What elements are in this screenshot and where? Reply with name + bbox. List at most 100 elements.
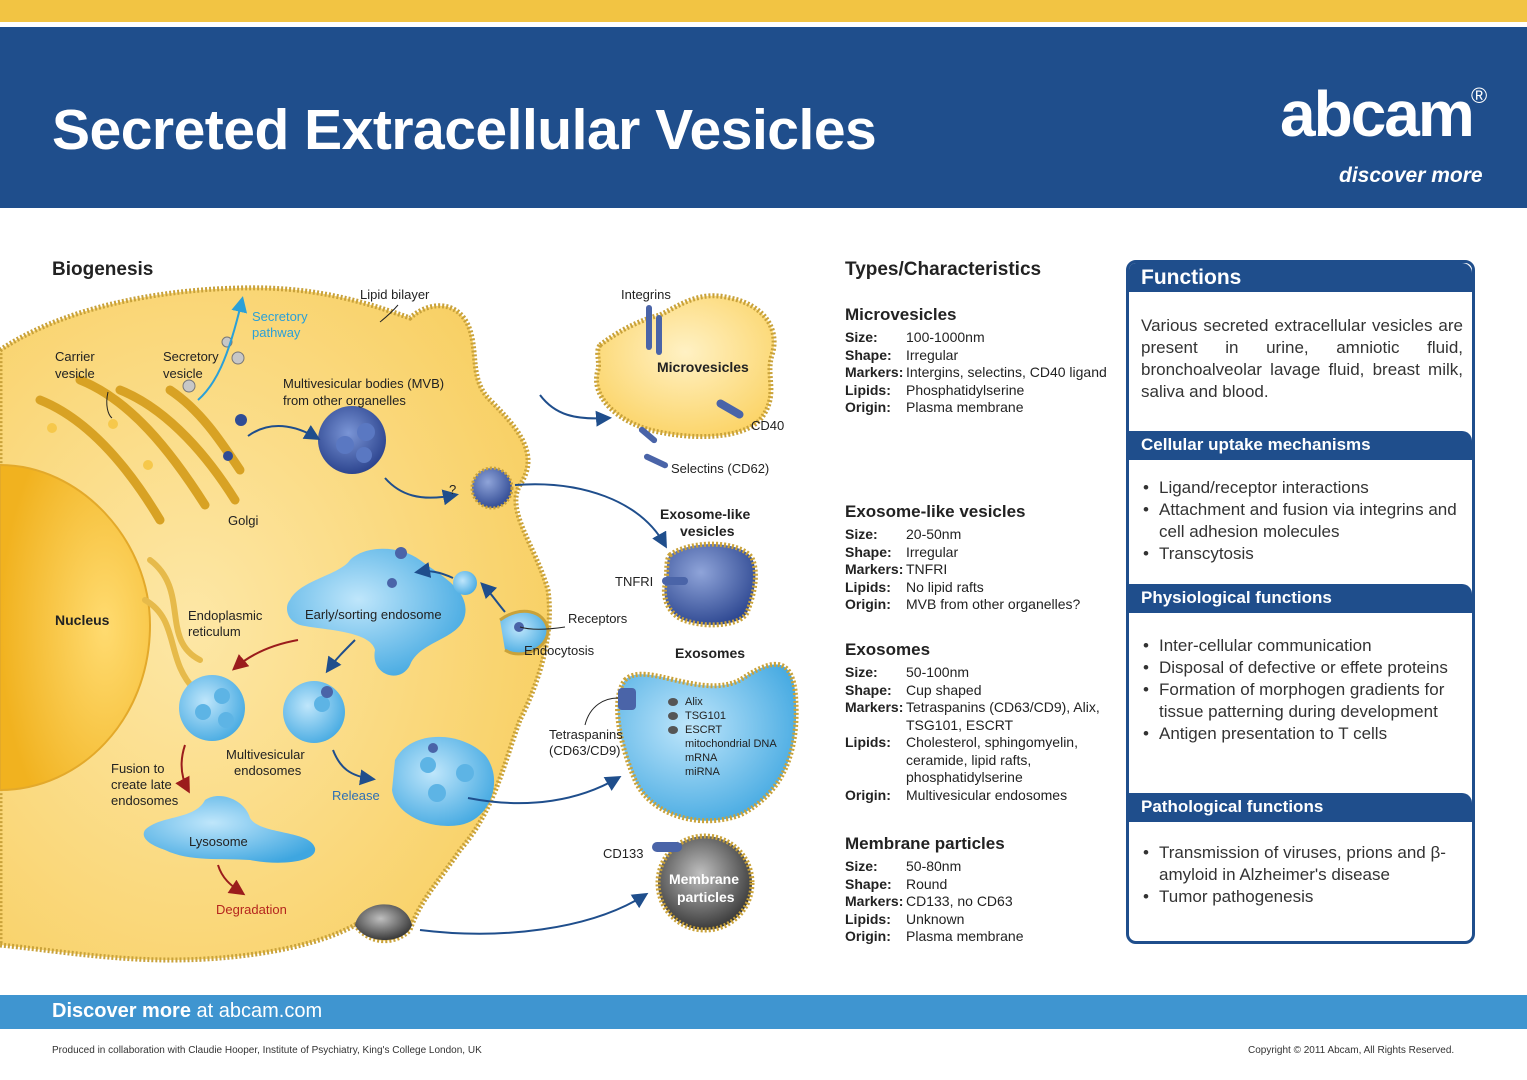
label-er-1: Endoplasmic: [188, 608, 263, 623]
multivesicular-endosome-2: [283, 681, 345, 743]
exo-content-mrna: mRNA: [685, 752, 718, 764]
page-title: Secreted Extracellular Vesicles: [52, 98, 877, 162]
type-property-row: Markers:TNFRI: [845, 561, 1115, 579]
functions-intro: Various secreted extracellular vesicles …: [1141, 316, 1463, 401]
type-property-row: Lipids:No lipid rafts: [845, 579, 1115, 597]
label-exosomes: Exosomes: [675, 645, 746, 661]
property-value: 100-1000nm: [906, 329, 985, 345]
label-mve-1: Multivesicular: [226, 747, 305, 762]
property-key: Lipids:: [845, 910, 891, 927]
type-property-row: Shape: Round: [845, 876, 1115, 894]
label-secretory-vesicle-1: Secretory: [163, 349, 219, 364]
list-item: Transcytosis: [1141, 543, 1466, 565]
endoplasmic-reticulum: [142, 557, 203, 693]
label-tetraspanins-2: (CD63/CD9): [549, 743, 621, 758]
property-key: Markers:: [845, 699, 904, 715]
type-property-row: Shape: Cup shaped: [845, 682, 1115, 700]
label-carrier-vesicle-1: Carrier: [55, 349, 95, 364]
property-key: Size:: [845, 526, 878, 542]
type-name: Membrane particles: [845, 834, 1005, 853]
type-property-row: Shape:Irregular: [845, 544, 1115, 562]
footer-copyright: Copyright © 2011 Abcam, All Rights Reser…: [1248, 1045, 1455, 1056]
property-value: Plasma membrane: [906, 928, 1024, 944]
label-secretory-pathway-1: Secretory: [252, 309, 308, 324]
list-item: Attachment and fusion via integrins and …: [1141, 499, 1466, 543]
property-key: Shape:: [845, 875, 892, 892]
label-release: Release: [332, 788, 380, 803]
type-property-row: Size:50-100nm: [845, 664, 1115, 682]
list-item: Transmission of viruses, prions and β-am…: [1141, 842, 1466, 886]
label-secretory-vesicle-2: vesicle: [163, 366, 203, 381]
label-question: ?: [449, 482, 457, 497]
type-property-row: Markers:Intergins, selectins, CD40 ligan…: [845, 364, 1115, 382]
list-item: Antigen presentation to T cells: [1141, 723, 1466, 745]
label-integrins: Integrins: [621, 287, 671, 302]
type-property-row: Origin:Multivesicular endosomes: [845, 787, 1115, 805]
list-item: Ligand/receptor interactions: [1141, 477, 1466, 499]
label-mvb-2: from other organelles: [283, 393, 406, 408]
property-key: Origin:: [845, 399, 891, 415]
property-key: Lipids:: [845, 578, 891, 595]
property-value: Intergins, selectins, CD40 ligand: [906, 364, 1107, 380]
label-selectins: Selectins (CD62): [671, 461, 770, 476]
property-key: Shape:: [845, 543, 892, 560]
property-value: Plasma membrane: [906, 399, 1024, 415]
label-lysosome: Lysosome: [189, 834, 248, 849]
exo-content-alix: Alix: [685, 696, 703, 708]
property-key: Size:: [845, 858, 878, 874]
type-property-row: Origin:MVB from other organelles?: [845, 596, 1115, 614]
property-key: Shape:: [845, 681, 892, 698]
label-carrier-vesicle-2: vesicle: [55, 366, 95, 381]
exosome-release-pit: [392, 736, 495, 826]
type-property-row: Size: 20-50nm: [845, 526, 1115, 544]
property-value: TNFRI: [906, 561, 948, 577]
label-fusion-2: create late: [111, 777, 172, 792]
label-tnfri: TNFRI: [615, 574, 654, 589]
property-key: Origin:: [845, 786, 891, 803]
logo-tagline: discover more: [1339, 164, 1483, 187]
label-endocytosis: Endocytosis: [524, 643, 595, 658]
label-er-2: reticulum: [188, 624, 241, 639]
property-value: 20-50nm: [906, 526, 962, 542]
footer-cta[interactable]: Discover more at abcam.com: [52, 1000, 322, 1023]
property-value: Irregular: [906, 346, 959, 363]
type-property-row: Shape:Irregular: [845, 347, 1115, 365]
label-tetraspanins-1: Tetraspanins: [549, 727, 623, 742]
property-value: Cup shaped: [906, 681, 982, 698]
type-name: Microvesicles: [845, 305, 957, 324]
section-title-uptake: Cellular uptake mechanisms: [1129, 431, 1472, 460]
exo-content-mirna: miRNA: [685, 766, 720, 778]
label-lipid-bilayer: Lipid bilayer: [360, 287, 430, 302]
type-name: Exosomes: [845, 640, 931, 659]
functions-panel: Functions Various secreted extracellular…: [1126, 260, 1475, 944]
property-key: Size:: [845, 329, 878, 345]
label-membrane-particles-2: particles: [677, 889, 735, 905]
early-sorting-endosome: [287, 548, 466, 676]
registered-mark: ®: [1471, 83, 1488, 108]
abcam-logo[interactable]: abcam: [1280, 78, 1475, 150]
label-degradation: Degradation: [216, 902, 287, 917]
property-value: Round: [906, 875, 948, 892]
label-mvb-1: Multivesicular bodies (MVB): [283, 376, 445, 391]
exosome-cup: [615, 661, 799, 824]
property-key: Markers:: [845, 893, 904, 909]
golgi: [35, 375, 245, 525]
label-receptors: Receptors: [568, 611, 628, 626]
section-title-pathological: Pathological functions: [1129, 793, 1472, 822]
property-key: Lipids:: [845, 381, 891, 398]
type-property-row: Lipids: Unknown: [845, 911, 1115, 929]
functions-title: Functions: [1129, 263, 1472, 292]
property-key: Origin:: [845, 928, 891, 944]
property-key: Origin:: [845, 596, 891, 612]
membrane-particle: [655, 833, 755, 933]
property-value: Tetraspanins (CD63/CD9), Alix, TSG101, E…: [906, 699, 1100, 733]
property-value: Cholesterol, sphingomyelin, ceramide, li…: [906, 734, 1078, 785]
list-item: Formation of morphogen gradients for tis…: [1141, 679, 1466, 723]
biogenesis-title: Biogenesis: [52, 259, 154, 280]
property-value: Unknown: [906, 910, 965, 927]
exo-content-mtdna: mitochondrial DNA: [685, 738, 777, 750]
label-cd133: CD133: [603, 846, 644, 861]
label-microvesicles: Microvesicles: [657, 359, 749, 375]
